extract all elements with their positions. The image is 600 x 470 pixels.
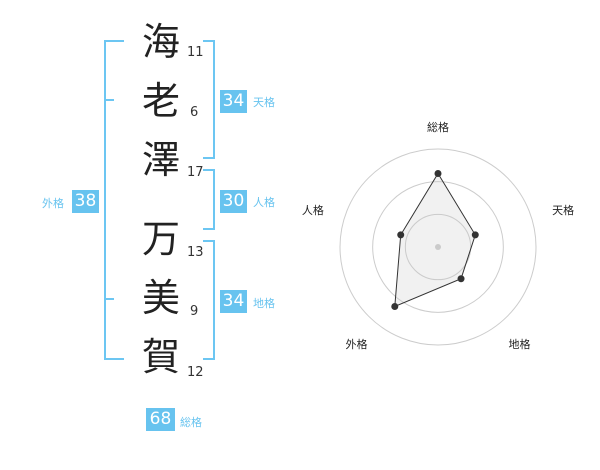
tenkaku-value: 34 (220, 90, 247, 113)
gaikaku-value: 38 (72, 190, 99, 213)
chikaku-bracket-bottom (203, 358, 215, 360)
jinkaku-bracket-top (203, 169, 215, 171)
name-char-4: 万 (141, 217, 180, 261)
stroke-count-4: 13 (187, 245, 204, 260)
stroke-count-3: 17 (187, 165, 204, 180)
radar-point-5 (397, 231, 405, 239)
radar-axis-label-5: 人格 (302, 203, 324, 217)
radar-point-1 (434, 170, 442, 177)
soukaku-label: 総格 (180, 416, 202, 429)
chikaku-bracket-top (203, 240, 215, 242)
radar-point-3 (457, 275, 465, 283)
name-char-6: 賀 (141, 335, 180, 379)
radar-point-4 (391, 302, 399, 310)
tenkaku-bracket (213, 40, 215, 159)
tenkaku-label: 天格 (253, 96, 275, 109)
name-char-3: 澤 (141, 138, 180, 182)
gaikaku-label: 外格 (42, 197, 64, 210)
radar-axis-label-2: 天格 (552, 203, 574, 217)
chikaku-value: 34 (220, 290, 247, 313)
soukaku-value: 68 (146, 408, 175, 431)
jinkaku-label: 人格 (253, 196, 275, 209)
gaikaku-bracket-bottom (104, 358, 124, 360)
chikaku-label: 地格 (253, 297, 275, 310)
stroke-count-5: 9 (190, 304, 199, 319)
tenkaku-bracket-top (203, 40, 215, 42)
jinkaku-bracket-bottom (203, 228, 215, 230)
tenkaku-bracket-bottom (203, 157, 215, 159)
gaikaku-bracket-tick-1 (104, 99, 114, 101)
radar-axis-label-3: 地格 (509, 337, 531, 351)
radar-series-polygon (394, 172, 476, 308)
radar-point-2 (471, 231, 479, 239)
chikaku-bracket (213, 240, 215, 360)
stroke-count-2: 6 (190, 105, 199, 120)
jinkaku-value: 30 (220, 190, 247, 213)
name-char-1: 海 (141, 20, 180, 64)
gaikaku-bracket-top (104, 40, 124, 42)
radar-axis-label-1: 総格 (427, 120, 449, 134)
stroke-count-6: 12 (187, 365, 204, 380)
jinkaku-bracket (213, 169, 215, 230)
radar-ring-1 (404, 213, 472, 281)
gaikaku-bracket-tick-2 (104, 298, 114, 300)
name-char-2: 老 (141, 79, 180, 123)
stroke-count-1: 11 (187, 45, 204, 60)
radar-ring-2 (372, 181, 504, 313)
radar-ring-3 (339, 148, 537, 346)
radar-center-dot (435, 244, 441, 250)
radar-axis-label-4: 外格 (345, 337, 367, 351)
name-char-5: 美 (141, 276, 180, 320)
gaikaku-bracket (104, 40, 106, 360)
